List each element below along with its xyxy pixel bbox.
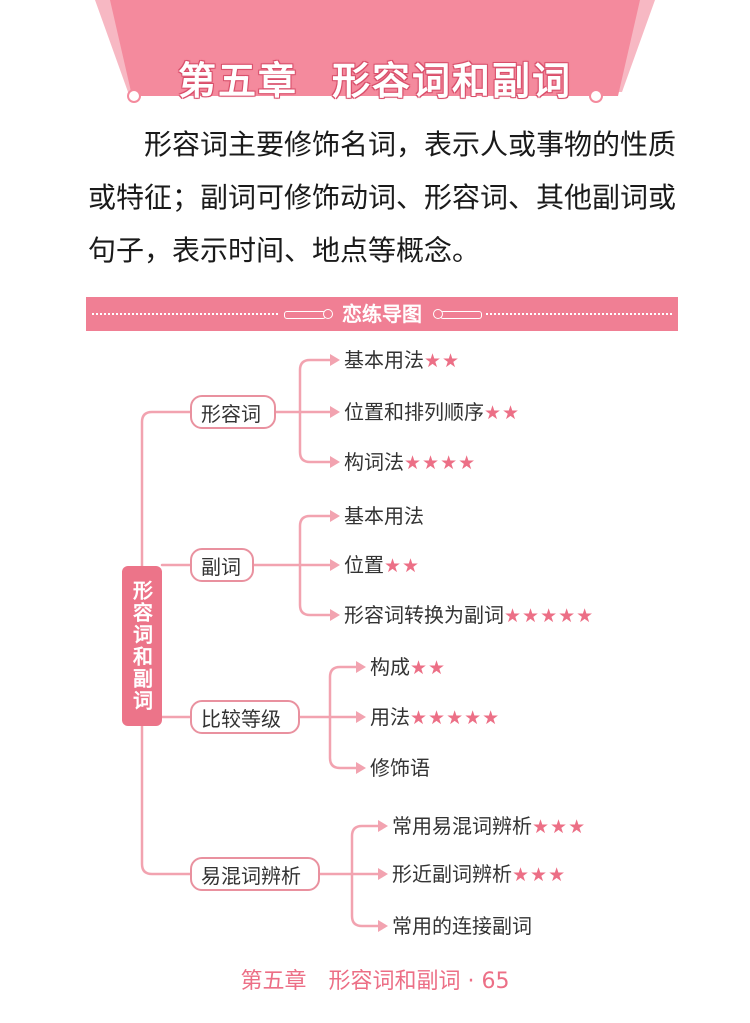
- mindmap-root: 形容词和副词: [122, 566, 162, 726]
- leaf-label: 位置和排列顺序: [344, 400, 484, 424]
- leaf-label: 常用易混词辨析: [392, 814, 532, 838]
- star-rating: ★★★★★: [410, 707, 501, 729]
- branch-adverb: 副词: [190, 548, 254, 582]
- leaf-adjective-to-adverb: 形容词转换为副词★★★★★: [344, 600, 594, 630]
- branch-confusable-words: 易混词辨析: [190, 857, 320, 891]
- right-scroll-ornament: [433, 309, 482, 319]
- star-rating: ★★★: [532, 816, 587, 838]
- leaf-conjunctive-adverbs: 常用的连接副词: [392, 911, 532, 941]
- leaf-label: 构词法: [344, 450, 404, 474]
- leaf-label: 基本用法: [344, 504, 424, 528]
- leaf-label: 形容词转换为副词: [344, 603, 504, 627]
- star-rating: ★★★: [512, 864, 567, 886]
- intro-paragraph: 形容词主要修饰名词，表示人或事物的性质或特征；副词可修饰动词、形容词、其他副词或…: [88, 128, 677, 267]
- star-rating: ★★: [424, 350, 461, 372]
- leaf-label: 用法: [370, 705, 410, 729]
- leaf-comparison-modifiers: 修饰语: [370, 753, 430, 783]
- leaf-adjective-position-order: 位置和排列顺序★★: [344, 397, 520, 427]
- leaf-label: 构成: [370, 655, 410, 679]
- banner-left-ornament: [127, 89, 141, 103]
- mindmap-header: 恋练导图: [342, 302, 422, 326]
- leaf-label: 常用的连接副词: [392, 914, 532, 938]
- leaf-similar-adverbs: 形近副词辨析★★★: [392, 859, 566, 889]
- leaf-comparison-formation: 构成★★: [370, 652, 446, 682]
- branch-adjective: 形容词: [190, 395, 276, 429]
- leaf-adverb-basic-usage: 基本用法: [344, 501, 424, 531]
- star-rating: ★★: [410, 657, 447, 679]
- leaf-adjective-word-formation: 构词法★★★★: [344, 447, 476, 477]
- chapter-number: 第五章: [177, 59, 298, 103]
- page-footer: 第五章 形容词和副词 · 65: [240, 969, 510, 994]
- left-scroll-ornament: [284, 309, 333, 319]
- chapter-title: 第五章形容词和副词: [0, 50, 750, 105]
- banner-right-ornament: [589, 89, 603, 103]
- star-rating: ★★★★: [404, 452, 477, 474]
- chapter-name: 形容词和副词: [332, 59, 573, 103]
- leaf-label: 修饰语: [370, 756, 430, 780]
- leaf-common-confusables: 常用易混词辨析★★★: [392, 811, 586, 841]
- branch-comparison: 比较等级: [190, 700, 300, 734]
- leaf-adjective-basic-usage: 基本用法★★: [344, 345, 460, 375]
- star-rating: ★★: [484, 402, 521, 424]
- mindmap-header-bar: 恋练导图: [86, 297, 678, 331]
- leaf-comparison-usage: 用法★★★★★: [370, 702, 500, 732]
- leaf-adverb-position: 位置★★: [344, 550, 420, 580]
- star-rating: ★★★★★: [504, 605, 595, 627]
- star-rating: ★★: [384, 555, 421, 577]
- chapter-banner: [95, 0, 655, 103]
- leaf-label: 基本用法: [344, 348, 424, 372]
- leaf-label: 位置: [344, 553, 384, 577]
- leaf-label: 形近副词辨析: [392, 862, 512, 886]
